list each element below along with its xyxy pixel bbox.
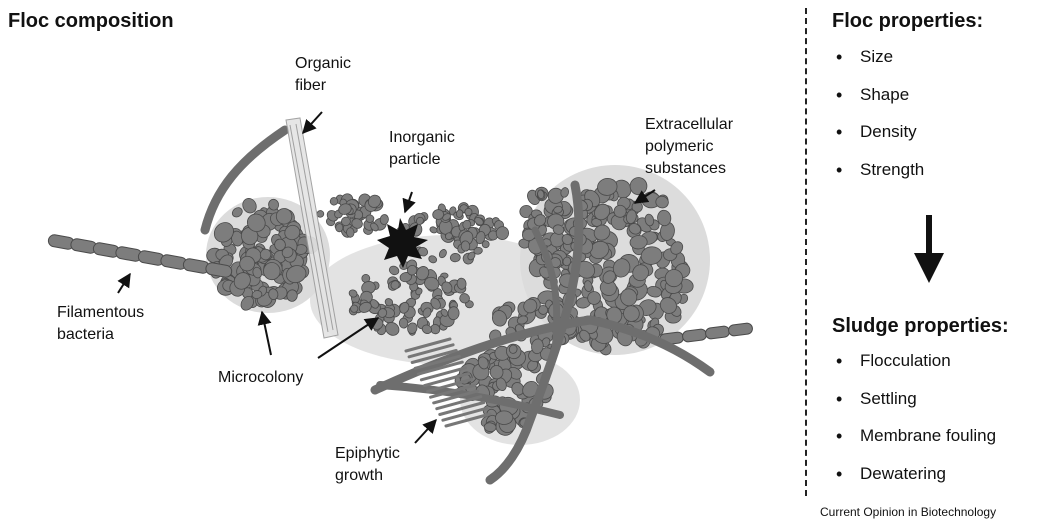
sludge-properties-title: Sludge properties: xyxy=(832,315,1009,338)
filament-cell xyxy=(70,238,98,254)
sludge-properties-list: Flocculation Settling Membrane fouling D… xyxy=(832,350,996,500)
cell xyxy=(366,215,374,223)
cell xyxy=(263,262,280,279)
label-microcolony: Microcolony xyxy=(218,367,303,389)
sludge-property-item: Dewatering xyxy=(832,463,996,501)
label-organic-fiber: Organic fiber xyxy=(295,53,351,97)
filament-cell xyxy=(47,234,75,250)
sludge-property-item: Settling xyxy=(832,388,996,426)
sludge-property-item: Flocculation xyxy=(832,350,996,388)
label-epiphytic-growth: Epiphytic growth xyxy=(335,443,400,487)
floc-property-item: Density xyxy=(832,121,924,159)
cell xyxy=(346,227,354,237)
floc-properties-list: Size Shape Density Strength xyxy=(832,46,924,196)
floc-property-item: Size xyxy=(832,46,924,84)
label-eps: Extracellular polymeric substances xyxy=(645,114,733,180)
filament-cell xyxy=(160,254,188,270)
label-filamentous-bacteria: Filamentous bacteria xyxy=(57,302,144,346)
filament-cell xyxy=(705,326,730,340)
arrow-filamentous xyxy=(118,274,130,293)
filament-cell xyxy=(682,329,707,343)
cell xyxy=(495,411,512,425)
label-inorganic-particle: Inorganic particle xyxy=(389,127,455,171)
floc-properties-title: Floc properties: xyxy=(832,10,983,33)
filament-cell xyxy=(92,242,120,258)
source-credit: Current Opinion in Biotechnology xyxy=(820,505,996,519)
panel-divider xyxy=(805,8,807,496)
arrow-inorganic-particle xyxy=(405,192,412,212)
arrow-microcolony-1 xyxy=(262,312,271,355)
filament-cell xyxy=(115,246,143,262)
filament-cell xyxy=(728,323,753,337)
down-arrow-icon xyxy=(912,215,946,285)
cell xyxy=(448,306,460,320)
floc-property-item: Shape xyxy=(832,84,924,122)
floc-illustration xyxy=(0,0,800,521)
cell xyxy=(399,318,408,329)
filament-cell xyxy=(182,258,210,274)
filament-cell xyxy=(137,250,165,266)
sludge-property-item: Membrane fouling xyxy=(832,425,996,463)
cell xyxy=(260,249,271,261)
filamentous-bacteria xyxy=(47,234,232,278)
arrow-organic-fiber xyxy=(303,112,322,133)
floc-property-item: Strength xyxy=(832,159,924,197)
arrow-epiphytic xyxy=(415,420,436,443)
